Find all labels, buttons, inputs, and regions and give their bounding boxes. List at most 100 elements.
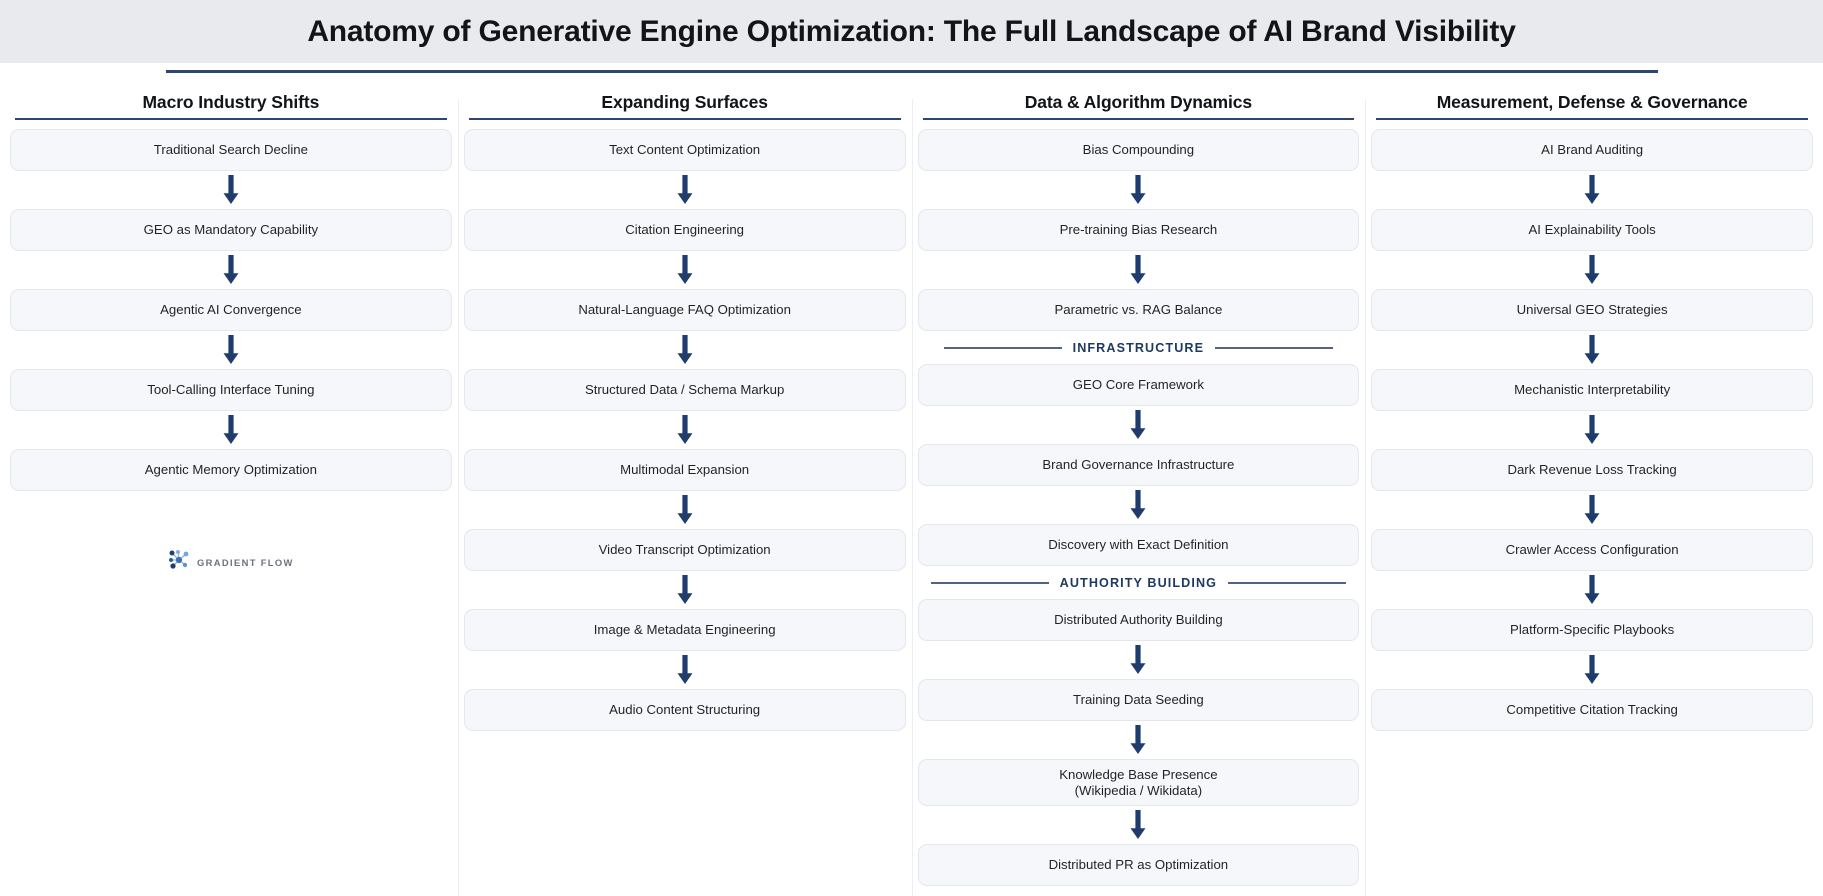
flow-node-label: Citation Engineering [625, 222, 744, 238]
flow-node[interactable]: Distributed PR as Optimization [917, 844, 1360, 887]
flow-node[interactable]: Agentic Memory Optimization [10, 449, 452, 491]
flow-node-label: GEO as Mandatory Capability [143, 222, 319, 238]
flow-arrow-down-icon [10, 331, 452, 369]
flow-arrow-down-icon [918, 171, 1360, 209]
title-underline-rule [165, 69, 1658, 73]
flow-node-label: Platform-Specific Playbooks [1510, 622, 1675, 638]
flow-node[interactable]: Competitive Citation Tracking [1371, 689, 1813, 731]
flow-node-label: Discovery with Exact Definition [1048, 537, 1229, 553]
column-header: Measurement, Defense & Governance [1436, 92, 1748, 112]
flow-node[interactable]: Brand Governance Infrastructure [917, 444, 1360, 486]
flow-arrow-down-icon [918, 806, 1360, 844]
column-header-rule [15, 118, 447, 120]
flow-node-sublabel: (Wikipedia / Wikidata) [1074, 782, 1203, 798]
flow-node[interactable]: Natural-Language FAQ Optimization [463, 289, 906, 331]
flow-node[interactable]: Audio Content Structuring [463, 689, 906, 731]
flow-node-label: GEO Core Framework [1072, 377, 1204, 393]
section-divider-label: AUTHORITY BUILDING [1059, 576, 1218, 590]
flow-arrow-down-icon [10, 251, 452, 289]
flow-node[interactable]: Structured Data / Schema Markup [463, 369, 906, 411]
flow-node-label-block: Knowledge Base Presence(Wikipedia / Wiki… [1059, 767, 1217, 798]
node-stack: AI Brand Auditing AI Explainability Tools… [1371, 120, 1813, 731]
flow-node[interactable]: Universal GEO Strategies [1371, 289, 1813, 331]
flow-node-label: AI Explainability Tools [1528, 222, 1656, 238]
flow-node-label: Agentic Memory Optimization [144, 462, 317, 478]
flow-node-label: Natural-Language FAQ Optimization [578, 302, 791, 318]
flow-node[interactable]: Multimodal Expansion [463, 449, 906, 491]
flow-arrow-down-icon [464, 651, 906, 689]
flow-arrow-down-icon [464, 411, 906, 449]
flow-node[interactable]: Training Data Seeding [917, 679, 1360, 721]
flow-node-label: Distributed PR as Optimization [1048, 857, 1229, 873]
flow-node-label: Mechanistic Interpretability [1514, 382, 1671, 398]
flow-node-label: Bias Compounding [1082, 142, 1195, 158]
flow-node[interactable]: Pre-training Bias Research [917, 209, 1360, 251]
flow-node-label: Traditional Search Decline [153, 142, 308, 158]
flow-arrow-down-icon [1371, 411, 1813, 449]
flow-node[interactable]: Agentic AI Convergence [10, 289, 452, 331]
flow-node[interactable]: Traditional Search Decline [10, 129, 452, 171]
flow-arrow-down-icon [1371, 491, 1813, 529]
flow-arrow-down-icon [918, 486, 1360, 524]
flow-node-label: Crawler Access Configuration [1505, 542, 1679, 558]
column-header-rule [1376, 118, 1808, 120]
flow-arrow-down-icon [1371, 651, 1813, 689]
flow-node-label: Structured Data / Schema Markup [584, 382, 785, 398]
flow-node-label: Multimodal Expansion [620, 462, 750, 478]
flow-arrow-down-icon [918, 251, 1360, 289]
flow-node-label: Parametric vs. RAG Balance [1054, 302, 1223, 318]
flow-arrow-down-icon [464, 171, 906, 209]
flow-arrow-down-icon [1371, 171, 1813, 209]
flow-node[interactable]: Dark Revenue Loss Tracking [1371, 449, 1813, 491]
flow-node[interactable]: Platform-Specific Playbooks [1371, 609, 1813, 651]
flow-arrow-down-icon [918, 721, 1360, 759]
flow-node[interactable]: Video Transcript Optimization [463, 529, 906, 571]
flow-arrow-down-icon [10, 171, 452, 209]
flow-node-label: Text Content Optimization [609, 142, 761, 158]
column-header-rule [468, 118, 901, 120]
flow-node[interactable]: AI Brand Auditing [1371, 129, 1813, 171]
section-divider-rule-right [1215, 347, 1334, 349]
flow-arrow-down-icon [464, 251, 906, 289]
flow-node-label: Knowledge Base Presence [1059, 767, 1218, 782]
column-header: Macro Industry Shifts [142, 92, 320, 112]
flow-node[interactable]: Text Content Optimization [463, 129, 906, 171]
flow-node-label: Training Data Seeding [1073, 692, 1204, 708]
section-divider-rule-left [930, 582, 1049, 584]
flow-node-label: Competitive Citation Tracking [1506, 702, 1678, 718]
flow-node-label: Video Transcript Optimization [598, 542, 771, 558]
column-header-rule [922, 118, 1355, 120]
flow-node[interactable]: Citation Engineering [463, 209, 906, 251]
flow-node[interactable]: Mechanistic Interpretability [1371, 369, 1813, 411]
flow-node[interactable]: Bias Compounding [917, 129, 1360, 171]
column-header: Expanding Surfaces [601, 92, 768, 112]
flow-node[interactable]: Parametric vs. RAG Balance [917, 289, 1360, 331]
brand-name: GRADIENT FLOW [197, 557, 294, 568]
flow-node[interactable]: Distributed Authority Building [917, 599, 1360, 641]
flow-node[interactable]: Tool-Calling Interface Tuning [10, 369, 452, 411]
flow-node[interactable]: Discovery with Exact Definition [917, 524, 1360, 566]
flow-arrow-down-icon [10, 411, 452, 449]
section-divider: INFRASTRUCTURE [918, 333, 1360, 363]
flow-node-label: Universal GEO Strategies [1516, 302, 1668, 318]
flow-node[interactable]: GEO as Mandatory Capability [10, 209, 452, 251]
flow-arrow-down-icon [1371, 251, 1813, 289]
flow-node[interactable]: Image & Metadata Engineering [463, 609, 906, 651]
section-divider-label: INFRASTRUCTURE [1072, 341, 1205, 355]
flow-node[interactable]: Knowledge Base Presence(Wikipedia / Wiki… [917, 759, 1360, 807]
flow-node[interactable]: Crawler Access Configuration [1371, 529, 1813, 571]
flow-node[interactable]: GEO Core Framework [917, 364, 1360, 406]
brand-logo: GRADIENT FLOW [10, 549, 452, 576]
flow-arrow-down-icon [464, 571, 906, 609]
column-header: Data & Algorithm Dynamics [1024, 92, 1253, 112]
flow-node[interactable]: AI Explainability Tools [1371, 209, 1813, 251]
flow-node-label: Brand Governance Infrastructure [1042, 457, 1235, 473]
flow-node-label: Distributed Authority Building [1054, 612, 1223, 628]
column-4: Measurement, Defense & Governance AI Bran… [1365, 79, 1819, 896]
flow-arrow-down-icon [918, 641, 1360, 679]
flow-node-label: Tool-Calling Interface Tuning [147, 382, 315, 398]
